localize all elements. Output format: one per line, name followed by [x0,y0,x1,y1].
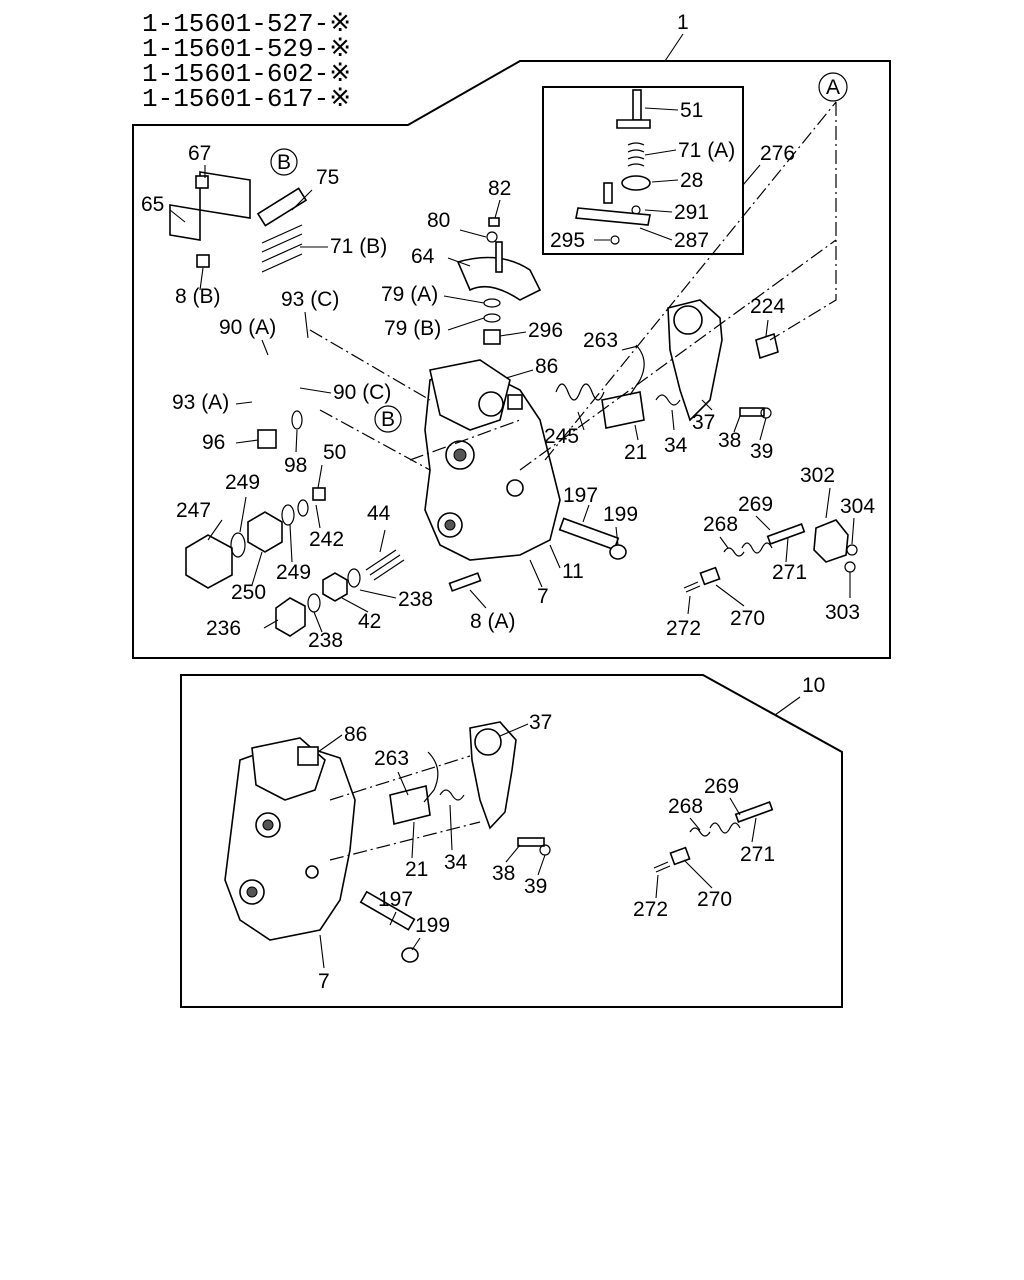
label-50: 50 [323,441,346,464]
label-86: 86 [535,355,558,378]
inset-frame-276 [542,86,744,255]
assembly-10-label: 10 [802,674,825,697]
label-245: 245 [544,425,579,448]
label-8b: 8 (B) [175,285,221,308]
label-302: 302 [800,464,835,487]
label-296: 296 [528,319,563,342]
label-28: 28 [680,169,703,192]
label-238-right: 238 [398,588,433,611]
label-7: 7 [537,585,549,608]
part-number-1: 1-15601-527-※ [142,9,351,39]
part-number-4: 1-15601-617-※ [142,84,351,114]
label-249-top: 249 [225,471,260,494]
label-90c: 90 (C) [333,381,391,404]
label-93a: 93 (A) [172,391,229,414]
label-67: 67 [188,142,211,165]
sub-leader-lines [317,723,757,969]
label-242: 242 [309,528,344,551]
sub-label-269: 269 [704,775,739,798]
label-263: 263 [583,329,618,352]
assembly-10-leader [774,696,801,716]
main-leader-lines [169,107,855,633]
main-labels: 51 71 (A) 28 291 295 287 67 75 65 71 (B)… [141,99,875,652]
label-51: 51 [680,99,703,122]
sub-labels: 86 37 263 21 34 38 39 269 268 271 197 19… [318,711,775,993]
sub-label-34: 34 [444,851,468,874]
callout-a-circle [818,72,848,102]
label-249-bottom: 249 [276,561,311,584]
sub-label-86: 86 [344,723,367,746]
label-303: 303 [825,601,860,624]
callout-b-circle-lower [374,405,402,433]
callout-a-letter: A [826,76,840,99]
label-39: 39 [750,440,773,463]
callout-b-letter-top: B [277,151,291,174]
label-272: 272 [666,617,701,640]
sub-label-7: 7 [318,970,330,993]
callout-b-circle-top [270,148,298,176]
label-65: 65 [141,193,164,216]
label-93c: 93 (C) [281,288,339,311]
part-number-2: 1-15601-529-※ [142,34,351,64]
label-44: 44 [367,502,391,525]
label-291: 291 [674,201,709,224]
label-42: 42 [358,610,381,633]
label-268: 268 [703,513,738,536]
sub-label-199: 199 [415,914,450,937]
sub-label-37: 37 [529,711,552,734]
label-71b: 71 (B) [330,235,387,258]
sub-label-38: 38 [492,862,515,885]
label-34: 34 [664,434,688,457]
label-224: 224 [750,295,785,318]
label-238-left: 238 [308,629,343,652]
label-295: 295 [550,229,585,252]
label-269: 269 [738,493,773,516]
label-80: 80 [427,209,450,232]
part-number-3: 1-15601-602-※ [142,59,351,89]
main-parts-drawing [169,89,858,637]
assembly-1-leader [664,33,684,62]
assembly-1-label: 1 [677,11,689,34]
label-197: 197 [563,484,598,507]
part-number-list: 1-15601-527-※ 1-15601-529-※ 1-15601-602-… [142,9,351,114]
label-90a: 90 (A) [219,316,276,339]
label-82: 82 [488,177,511,200]
label-247: 247 [176,499,211,522]
sub-label-197: 197 [378,888,413,911]
label-38: 38 [718,429,741,452]
sub-label-270: 270 [697,888,732,911]
sub-label-39: 39 [524,875,547,898]
label-79a: 79 (A) [381,283,438,306]
label-236: 236 [206,617,241,640]
label-287: 287 [674,229,709,252]
inset-276-label: 276 [760,142,795,165]
sub-assembly-frame [180,674,843,1008]
sub-label-21: 21 [405,858,428,881]
label-11: 11 [562,560,584,583]
sub-label-268: 268 [668,795,703,818]
sub-parts-drawing [224,721,774,963]
inset-276-leader [742,164,761,186]
label-21: 21 [624,441,647,464]
label-304: 304 [840,495,875,518]
label-98: 98 [284,454,307,477]
label-8a: 8 (A) [470,610,516,633]
label-270: 270 [730,607,765,630]
callout-b-letter-lower: B [381,408,395,431]
main-assembly-frame [132,60,891,659]
sub-label-271: 271 [740,843,775,866]
label-79b: 79 (B) [384,317,441,340]
label-71a: 71 (A) [678,139,735,162]
label-250: 250 [231,581,266,604]
label-75: 75 [316,166,339,189]
label-199: 199 [603,503,638,526]
sub-label-263: 263 [374,747,409,770]
sub-label-272: 272 [633,898,668,921]
label-96: 96 [202,431,225,454]
label-37: 37 [692,411,715,434]
label-64: 64 [411,245,435,268]
label-271: 271 [772,561,807,584]
